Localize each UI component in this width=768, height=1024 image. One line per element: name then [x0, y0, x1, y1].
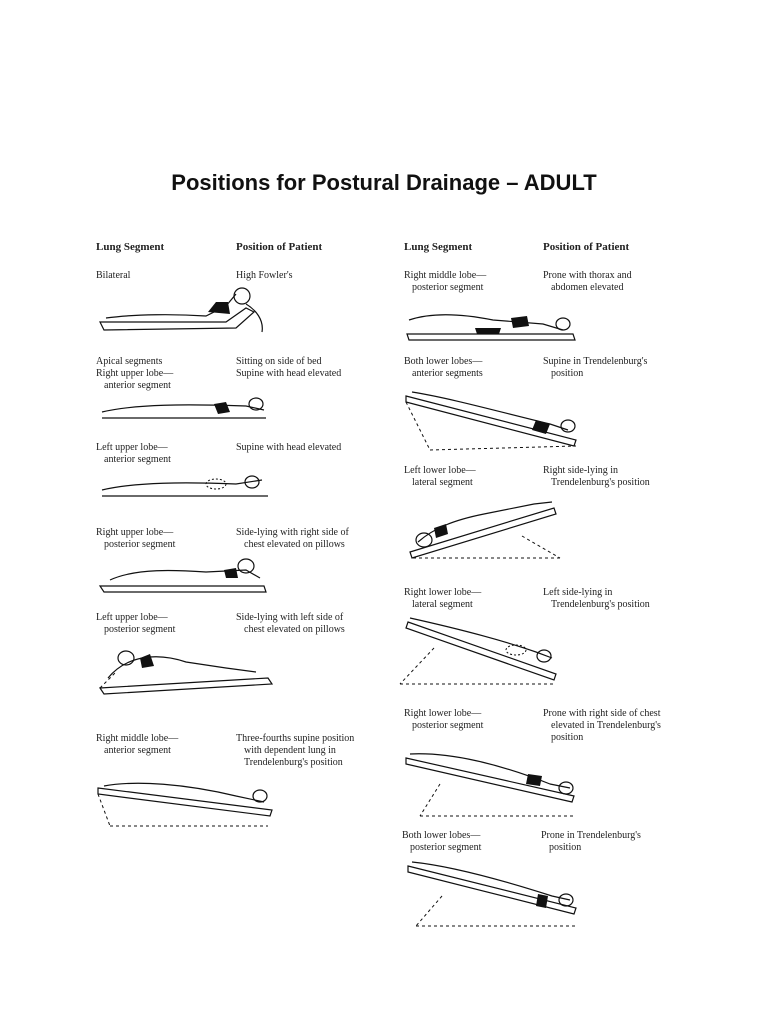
left-header-position: Position of Patient	[236, 241, 323, 253]
right-entry-1-position: Supine in Trendelenburg's position	[543, 356, 648, 379]
right-header-lung-segment: Lung Segment	[404, 241, 473, 253]
right-entry-4-position: Prone with right side of chest elevated …	[543, 708, 661, 743]
side-lying-left-figure	[96, 642, 274, 698]
left-entry-2-segment: Left upper lobe— anterior segment	[96, 442, 171, 465]
right-side-lying-trend-figure	[404, 498, 564, 564]
left-side-lying-trend-figure	[396, 612, 564, 688]
right-entry-2-position: Right side-lying in Trendelenburg's posi…	[543, 465, 650, 488]
left-entry-2-position: Supine with head elevated	[236, 442, 342, 453]
right-entry-2-segment: Left lower lobe— lateral segment	[404, 465, 476, 488]
prone-right-elevated-figure	[400, 744, 580, 820]
right-entry-4-segment: Right lower lobe— posterior segment	[404, 708, 484, 731]
right-entry-3-segment: Right lower lobe— lateral segment	[404, 587, 482, 610]
right-entry-1-segment: Both lower lobes— anterior segments	[404, 356, 483, 379]
left-entry-4-position: Side-lying with left side of chest eleva…	[236, 612, 345, 635]
supine-head-elevated-figure	[96, 394, 271, 424]
prone-elevated-figure	[403, 300, 578, 344]
right-entry-5-position: Prone in Trendelenburg's position	[541, 830, 641, 853]
left-header-lung-segment: Lung Segment	[96, 241, 165, 253]
left-entry-3-position: Side-lying with right side of chest elev…	[236, 527, 349, 550]
supine-trendelenburg-figure	[400, 384, 582, 456]
left-entry-1-segment: Apical segments Right upper lobe— anteri…	[96, 356, 174, 391]
prone-trendelenburg-figure	[402, 856, 582, 932]
left-entry-0-position: High Fowler's	[236, 270, 293, 281]
left-entry-1-position: Sitting on side of bed Supine with head …	[236, 356, 342, 379]
supine-figure	[96, 470, 271, 502]
right-entry-0-position: Prone with thorax and abdomen elevated	[543, 270, 632, 293]
left-entry-5-segment: Right middle lobe— anterior segment	[96, 733, 179, 756]
right-entry-3-position: Left side-lying in Trendelenburg's posit…	[543, 587, 650, 610]
right-entry-0-segment: Right middle lobe— posterior segment	[404, 270, 487, 293]
right-header-position: Position of Patient	[543, 241, 630, 253]
left-entry-3-segment: Right upper lobe— posterior segment	[96, 527, 176, 550]
left-entry-4-segment: Left upper lobe— posterior segment	[96, 612, 176, 635]
page-title: Positions for Postural Drainage – ADULT	[171, 170, 597, 195]
three-fourths-supine-figure	[96, 770, 274, 830]
side-lying-pillows-figure	[96, 552, 274, 596]
right-entry-5-segment: Both lower lobes— posterior segment	[402, 830, 482, 853]
left-entry-0-segment: Bilateral	[96, 270, 131, 281]
high-fowler-figure	[96, 284, 271, 344]
left-entry-5-position: Three-fourths supine position with depen…	[236, 733, 355, 768]
